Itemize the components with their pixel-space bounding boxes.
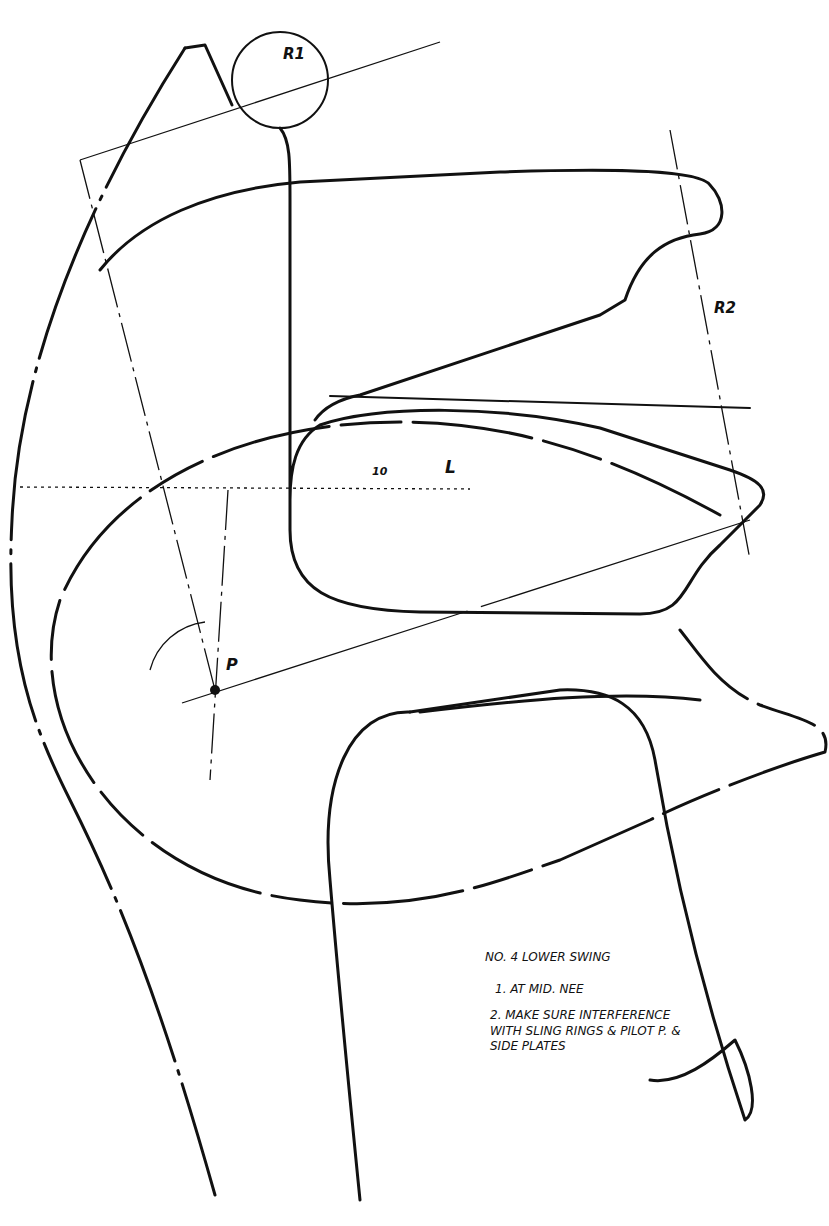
pivot-label: P (226, 656, 238, 674)
length-label: L (445, 458, 456, 478)
note-item: 2. MAKE SURE INTERFERENCE WITH SLING RIN… (490, 1008, 695, 1055)
dimension-value: 10 (372, 466, 387, 479)
note-heading: NO. 4 LOWER SWING (485, 950, 690, 966)
radius-label: R1 (283, 46, 305, 63)
note-item: 1. AT MID. NEE (495, 982, 700, 998)
radius-label: R2 (714, 300, 736, 317)
